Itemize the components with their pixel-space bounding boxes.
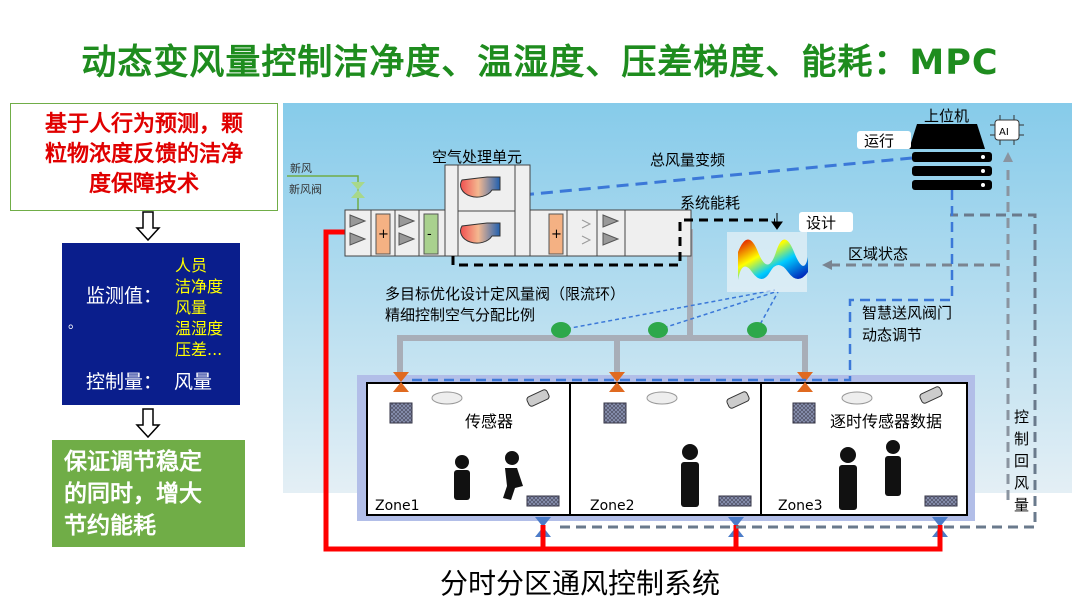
monitor-item: 温湿度 bbox=[175, 319, 224, 338]
reheat-coil bbox=[548, 213, 564, 255]
ahu-label: 空气处理单元 bbox=[432, 148, 522, 166]
valve-control-line bbox=[410, 190, 954, 382]
zone-1-label: Zone1 bbox=[375, 498, 420, 514]
control-value: 风量 bbox=[174, 371, 213, 393]
sensor-icon bbox=[603, 402, 627, 424]
technique-line: 粒物浓度反馈的洁净 bbox=[44, 142, 243, 167]
monitor-label: 监测值： bbox=[86, 285, 163, 307]
return-pipe-branch bbox=[540, 525, 739, 549]
system-energy-label: 系统能耗 bbox=[680, 194, 740, 212]
control-label: 控制量： bbox=[86, 371, 163, 393]
filter-icons bbox=[349, 214, 620, 246]
design-tag bbox=[799, 212, 853, 232]
technique-line: 度保障技术 bbox=[88, 172, 199, 197]
technique-line: 基于人行为预测，颗 bbox=[44, 112, 243, 137]
sensor-label: 传感器 bbox=[465, 412, 513, 431]
fresh-air-duct bbox=[287, 175, 359, 210]
svg-text:制: 制 bbox=[1014, 430, 1029, 448]
sensor-icon bbox=[389, 402, 413, 424]
cooler-coil bbox=[423, 213, 439, 255]
fan-icons bbox=[460, 176, 501, 244]
camera-icons bbox=[526, 386, 943, 409]
design-label: 设计 bbox=[806, 214, 836, 232]
host-label: 上位机 bbox=[924, 107, 969, 125]
plus-icon: + bbox=[551, 227, 562, 242]
return-control-line bbox=[560, 213, 1037, 529]
server-icon bbox=[909, 124, 992, 190]
return-grille-icon bbox=[526, 495, 560, 507]
down-arrow-icon bbox=[135, 408, 161, 438]
svg-text:控: 控 bbox=[1014, 408, 1029, 426]
run-tag bbox=[857, 131, 911, 149]
monitor-item: 压差... bbox=[175, 340, 223, 359]
return-pipe bbox=[323, 229, 943, 552]
valve-text-2: 精细控制空气分配比例 bbox=[385, 306, 535, 324]
arrow-up-icon bbox=[1003, 152, 1013, 162]
zone-2-label: Zone2 bbox=[590, 498, 635, 514]
svg-text:回: 回 bbox=[1014, 452, 1029, 470]
smart-valve-text-1: 智慧送风阀门 bbox=[862, 304, 952, 322]
monitor-items: 人员 洁净度 风量 温湿度 压差... bbox=[175, 255, 223, 360]
arrow-left-icon bbox=[822, 260, 832, 270]
vfd-control-line bbox=[521, 156, 913, 197]
silencer-icon bbox=[581, 219, 592, 245]
result-line: 的同时，增大 bbox=[64, 481, 202, 507]
energy-line bbox=[451, 218, 775, 267]
monitor-item: 风量 bbox=[175, 298, 208, 317]
ai-chip-icon bbox=[990, 115, 1024, 145]
monitor-box: 监测值： 。 人员 洁净度 风量 温湿度 压差... 控制量： 风量 bbox=[62, 243, 240, 405]
valve-text-1: 多目标优化设计定风量阀（限流环） bbox=[385, 285, 625, 303]
fresh-air-valve-label: 新风阀 bbox=[289, 182, 322, 196]
zone-3-label: Zone3 bbox=[778, 498, 823, 514]
slide-title: 动态变风量控制洁净度、温湿度、压差梯度、能耗：MPC bbox=[81, 43, 999, 83]
arrow-down-icon bbox=[771, 213, 783, 230]
zone-state-label: 区域状态 bbox=[848, 245, 908, 263]
diagram-caption: 分时分区通风控制系统 bbox=[439, 567, 720, 600]
minus-icon: - bbox=[427, 227, 432, 242]
technique-box: 基于人行为预测，颗 粒物浓度反馈的洁净 度保障技术 bbox=[10, 103, 278, 211]
fresh-air-label: 新风 bbox=[290, 161, 312, 175]
sensor-icon bbox=[792, 402, 816, 424]
optimization-surface-plot bbox=[727, 232, 808, 292]
people-icons bbox=[454, 440, 901, 510]
valve-nodes bbox=[551, 322, 767, 338]
bullet-dot: 。 bbox=[68, 316, 82, 332]
sensor-data-label: 逐时传感器数据 bbox=[830, 412, 942, 431]
air-handling-unit bbox=[344, 164, 692, 257]
smart-valve-text-2: 动态调节 bbox=[862, 326, 922, 344]
fresh-air-valve-icon bbox=[351, 182, 365, 198]
svg-text:风: 风 bbox=[1014, 474, 1029, 492]
result-line: 节约能耗 bbox=[64, 513, 156, 539]
heater-coil bbox=[375, 213, 391, 255]
vfd-label: 总风量变频 bbox=[650, 151, 725, 169]
plus-icon: + bbox=[378, 227, 389, 242]
svg-text:量: 量 bbox=[1014, 496, 1029, 514]
monitor-item: 人员 bbox=[175, 256, 208, 275]
diffuser-icons bbox=[431, 391, 873, 405]
return-grille-icon bbox=[924, 495, 958, 507]
result-line: 保证调节稳定 bbox=[64, 449, 202, 475]
return-grille-icon bbox=[718, 495, 752, 507]
result-box: 保证调节稳定 的同时，增大 节约能耗 bbox=[52, 440, 245, 547]
ai-label: AI bbox=[999, 127, 1009, 138]
monitor-item: 洁净度 bbox=[175, 277, 224, 296]
down-arrow-icon bbox=[135, 211, 161, 241]
run-label: 运行 bbox=[864, 132, 894, 150]
damper-icons bbox=[393, 372, 813, 392]
